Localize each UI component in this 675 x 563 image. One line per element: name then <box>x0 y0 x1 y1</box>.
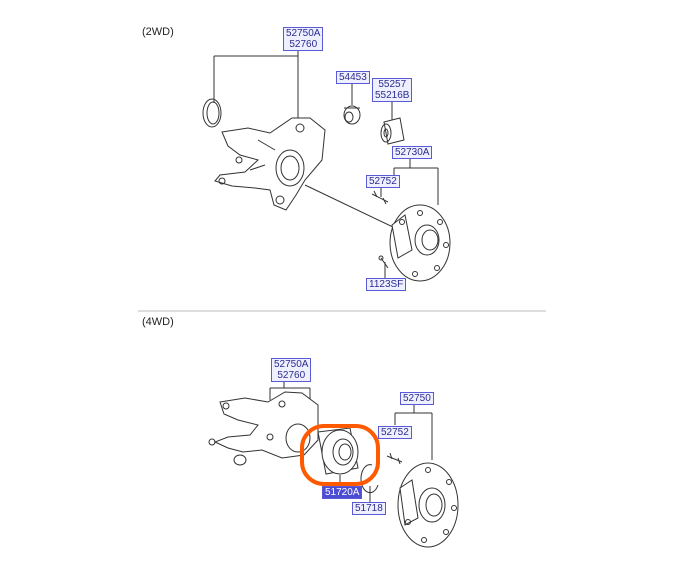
section-2wd-drawing <box>202 47 451 282</box>
part-number: 54453 <box>339 72 367 83</box>
part-label-bushing-large[interactable]: 55257 55216B <box>372 78 413 102</box>
part-label-screw[interactable]: 1123SF <box>366 278 407 291</box>
wheel-bearing-icon <box>317 427 359 475</box>
steering-knuckle-4wd-icon <box>208 391 319 466</box>
part-label-bushing-small[interactable]: 54453 <box>336 71 370 84</box>
part-label-knuckle-2wd[interactable]: 52750A 52760 <box>283 27 324 51</box>
part-number: 55216B <box>375 90 410 101</box>
section-title-4wd: (4WD) <box>142 316 174 328</box>
part-number: 51720A <box>325 487 360 498</box>
part-number: 52750 <box>403 393 431 404</box>
wheel-hub-2wd-icon <box>389 204 451 282</box>
bearing-highlight-ring <box>300 424 380 486</box>
section-4wd-drawing <box>208 378 459 548</box>
part-label-hub-4wd[interactable]: 52750 <box>400 392 434 405</box>
bushing-small-icon <box>343 105 361 125</box>
part-label-knuckle-4wd[interactable]: 52750A 52760 <box>271 358 312 382</box>
part-label-bearing[interactable]: 51720A <box>322 486 363 499</box>
part-number: 1123SF <box>369 279 404 290</box>
part-label-bolt-2wd[interactable]: 52752 <box>366 175 400 188</box>
dust-seal-icon <box>202 98 222 128</box>
part-number: 51718 <box>355 503 383 514</box>
part-label-snap-ring[interactable]: 51718 <box>352 502 386 515</box>
part-number: 52750A <box>274 359 309 370</box>
steering-knuckle-2wd-icon <box>214 117 326 211</box>
part-number: 52760 <box>289 39 318 50</box>
part-number: 52752 <box>369 176 397 187</box>
section-title-2wd: (2WD) <box>142 26 174 38</box>
part-number: 55257 <box>378 79 407 90</box>
part-label-hub-2wd[interactable]: 52730A <box>392 146 433 159</box>
screw-icon <box>378 255 389 269</box>
part-number: 52752 <box>381 427 409 438</box>
part-number: 52750A <box>286 28 321 39</box>
part-number: 52730A <box>395 147 430 158</box>
wheel-bolt-icon <box>371 190 389 205</box>
part-label-bolt-4wd[interactable]: 52752 <box>378 426 412 439</box>
bushing-large-icon <box>380 117 405 145</box>
wheel-bolt-4wd-icon <box>386 452 403 465</box>
wheel-hub-4wd-icon <box>397 462 459 548</box>
part-number: 52760 <box>277 370 306 381</box>
